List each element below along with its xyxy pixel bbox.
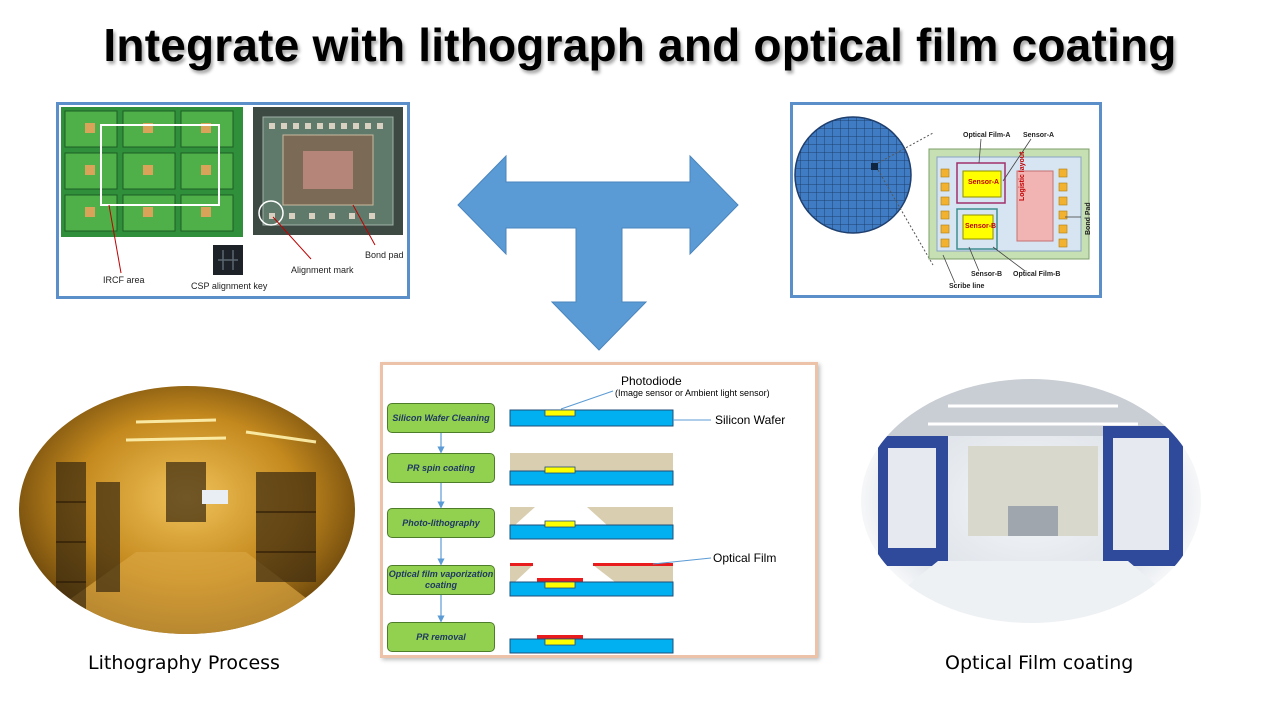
step-wafer-cleaning: Silicon Wafer Cleaning	[387, 403, 495, 433]
sensor-a-top-label: Sensor-A	[1023, 132, 1055, 139]
sensor-b-bottom-label: Sensor-B	[971, 271, 1003, 278]
photodiode-note: (Image sensor or Ambient light sensor)	[615, 388, 770, 398]
ircf-area-label: IRCF area	[103, 275, 145, 285]
alignment-mark-label: Alignment mark	[291, 265, 354, 275]
chip-photo-panel: IRCF area CSP alignment key Alignment ma…	[56, 102, 410, 299]
photodiode-label: Photodiode	[621, 374, 682, 388]
lithography-caption: Lithography Process	[88, 652, 280, 674]
three-way-arrow	[457, 154, 739, 351]
csp-alignment-key-label: CSP alignment key	[191, 281, 268, 291]
optical-coating-caption: Optical Film coating	[945, 652, 1134, 674]
wafer-layout-panel: Optical Film-A Sensor-A Sensor-A Sensor-…	[790, 102, 1102, 298]
step-pr-removal: PR removal	[387, 622, 495, 652]
logistic-layout-label: Logistic layout	[1019, 151, 1026, 201]
sensor-b-label: Sensor-B	[965, 223, 997, 230]
chip-photo-illustration	[61, 107, 403, 275]
process-flow-panel: Silicon Wafer Cleaning PR spin coating P…	[380, 362, 818, 658]
silicon-wafer-label: Silicon Wafer	[715, 413, 786, 427]
bond-pad-label: Bond pad	[365, 250, 404, 260]
bond-pad-label: Bond Pad	[1085, 202, 1092, 235]
wafer-layout-illustration	[794, 116, 1090, 284]
optical-film-label: Optical Film	[713, 551, 777, 565]
sensor-a-label: Sensor-A	[968, 179, 1000, 186]
scribe-line-label: Scribe line	[949, 283, 985, 290]
slide-title: Integrate with lithograph and optical fi…	[103, 19, 1177, 71]
optical-coating-photo	[861, 379, 1201, 623]
process-cross-sections	[437, 390, 712, 654]
optical-film-a-label: Optical Film-A	[963, 132, 1011, 139]
optical-film-b-label: Optical Film-B	[1013, 271, 1061, 278]
lithography-photo	[19, 386, 355, 634]
